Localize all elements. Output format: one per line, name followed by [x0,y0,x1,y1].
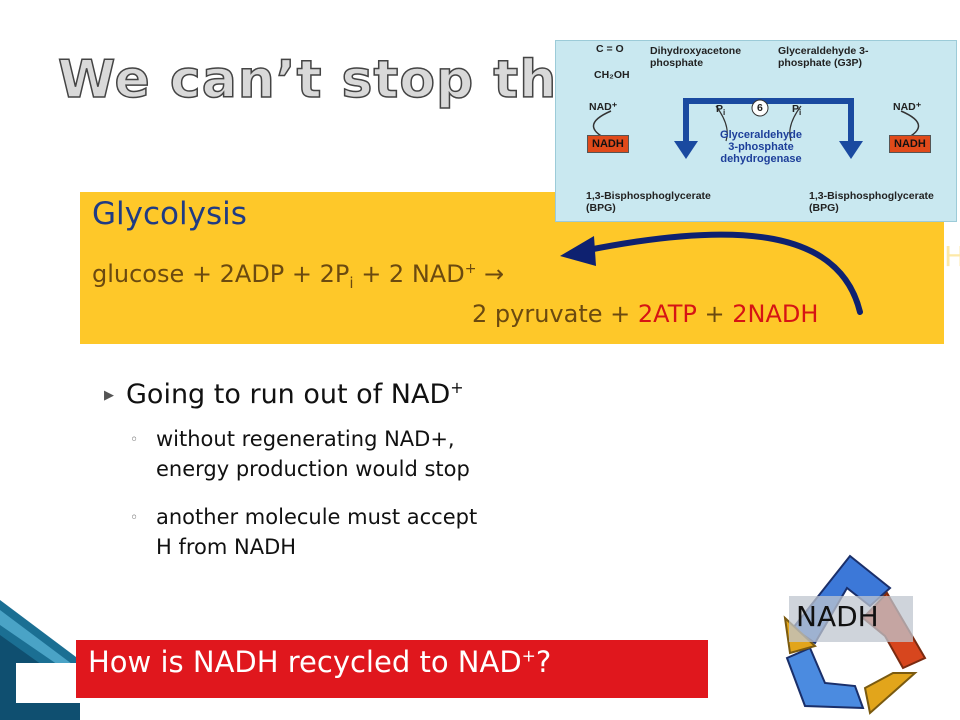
sub-bullet-2: ◦ another molecule must accept H from NA… [130,505,478,559]
inset-g3p: Glyceraldehyde 3-phosphate (G3P) [778,45,869,69]
inset-co: C = O [596,43,624,55]
question-text: How is NADH recycled to NAD+? [88,645,552,679]
inset-pi-right: Pi [792,103,802,118]
inset-nad-left: NAD⁺ [589,101,618,113]
question-bar [76,640,708,698]
recycle-icon [783,554,927,715]
sub-bullet-1: ◦ without regenerating NAD+, energy prod… [130,427,470,481]
stray-h-text: H [944,240,960,273]
inset-nadh-left: NADH [587,135,629,153]
inset-pi-left: Pi [716,103,726,118]
inset-bpg-left: 1,3-Bisphosphoglycerate(BPG) [586,190,711,214]
bullet-triangle-icon: ▶ [104,388,114,403]
bullet-ring-icon: ◦ [130,510,139,526]
recycle-arrow [560,231,863,315]
inset-step-number: 6 [757,102,763,114]
inset-nadh-right: NADH [889,135,931,153]
glycolysis-heading: Glycolysis [92,196,247,232]
recycle-nadh-label: NADH [796,600,879,633]
glycolysis-equation-reactants: glucose + 2ADP + 2Pi + 2 NAD+ → [92,260,505,292]
inset-nad-right: NAD⁺ [893,101,922,113]
bullet-main: ▶Going to run out of NAD+ [104,378,464,410]
inset-bpg-right: 1,3-Bisphosphoglycerate(BPG) [809,190,934,214]
inset-ch2oh: CH₂OH [594,69,630,81]
glycolysis-equation-products: 2 pyruvate + 2ATP + 2NADH [472,300,819,328]
bullet-ring-icon: ◦ [130,432,139,448]
